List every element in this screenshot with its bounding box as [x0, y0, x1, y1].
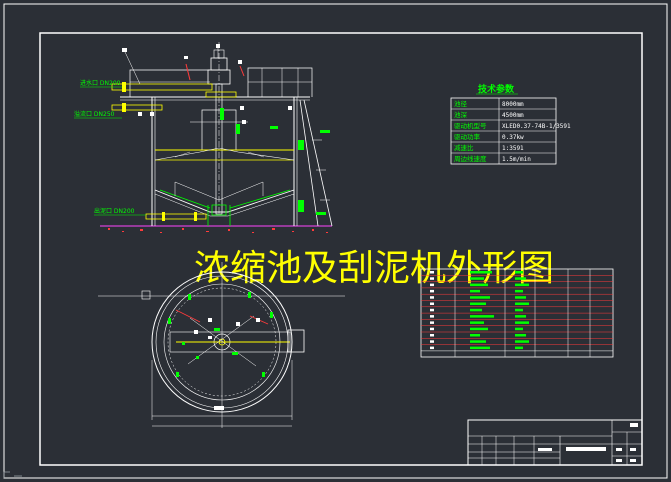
- bom-row-number: [430, 327, 434, 331]
- bom-row-number: [430, 315, 434, 318]
- bom-row-number: [430, 289, 434, 293]
- tech-param-value: XLED0.37-74B-1/3591: [502, 123, 571, 130]
- bom-table: [420, 268, 614, 358]
- bom-row-number: [430, 283, 434, 287]
- inner-frame: [39, 32, 643, 466]
- bom-row-number: [430, 271, 434, 274]
- tech-param-value: 1.5m/min: [502, 156, 531, 163]
- bom-row-mark: [515, 321, 529, 324]
- bom-row-mark: [515, 302, 529, 305]
- outer-border: [3, 3, 668, 479]
- bom-row-mark: [515, 327, 523, 331]
- bom-row-mark: [470, 283, 488, 287]
- bom-row-mark: [470, 315, 494, 318]
- bom-row-mark: [515, 334, 526, 337]
- bom-row-mark: [470, 271, 492, 274]
- inlet-callout: 进水口 DN200: [80, 79, 121, 87]
- plan-view: [98, 262, 345, 428]
- bom-row-mark: [470, 321, 484, 324]
- bom-row-number: [430, 334, 434, 337]
- bom-row-mark: [515, 277, 526, 280]
- bom-row-mark: [515, 340, 529, 343]
- bom-row-number: [430, 321, 434, 324]
- tech-param-key: 驱动机型号: [454, 121, 487, 130]
- bom-row-number: [430, 302, 434, 305]
- bom-row-number: [430, 296, 434, 299]
- bom-row-mark: [515, 315, 526, 318]
- bom-row-mark: [470, 340, 486, 343]
- bom-row-mark: [515, 271, 523, 274]
- tech-param-key: 池径: [454, 99, 468, 108]
- bom-row-number: [430, 346, 434, 350]
- bom-row-mark: [470, 277, 484, 280]
- tech-param-value: 1:3591: [502, 145, 524, 152]
- outlet-callout: 出泥口 DN200: [94, 207, 135, 215]
- bom-row-mark: [470, 289, 480, 293]
- bom-row-mark: [515, 308, 523, 312]
- bom-row-number: [430, 308, 434, 312]
- title-block: [467, 419, 643, 466]
- tech-param-value: 8000mm: [502, 101, 524, 108]
- tech-params-title: 技术参数: [478, 83, 515, 95]
- bom-row-mark: [470, 308, 482, 312]
- tech-param-key: 驱动功率: [454, 132, 481, 141]
- tech-param-key: 池深: [454, 110, 468, 119]
- bom-row-mark: [515, 296, 526, 299]
- bom-row-mark: [515, 283, 529, 287]
- bom-row-number: [430, 340, 434, 343]
- bom-row-mark: [470, 302, 486, 305]
- elevation-view: 进水口 DN200 溢流口 DN250 出泥口 DN200: [74, 42, 333, 233]
- bom-row-mark: [470, 346, 490, 350]
- tech-param-value: 4500mm: [502, 112, 524, 119]
- bom-row-number: [430, 277, 434, 280]
- drawing-title: 浓缩池及刮泥机外形图: [194, 248, 554, 289]
- tech-param-key: 周边线速度: [454, 154, 487, 163]
- tech-params-table: 技术参数 池径 8000mm 池深 4500mm 驱动机型号 XLED0.37-74B-1…: [450, 83, 571, 165]
- bom-row-mark: [515, 346, 523, 350]
- bom-row-mark: [470, 327, 488, 331]
- overflow-callout: 溢流口 DN250: [74, 110, 115, 118]
- tech-param-key: 减速比: [454, 143, 474, 152]
- bom-row-mark: [515, 289, 523, 293]
- bom-row-mark: [470, 334, 480, 337]
- bom-row-mark: [470, 296, 490, 299]
- tech-param-value: 0.37kw: [502, 134, 524, 141]
